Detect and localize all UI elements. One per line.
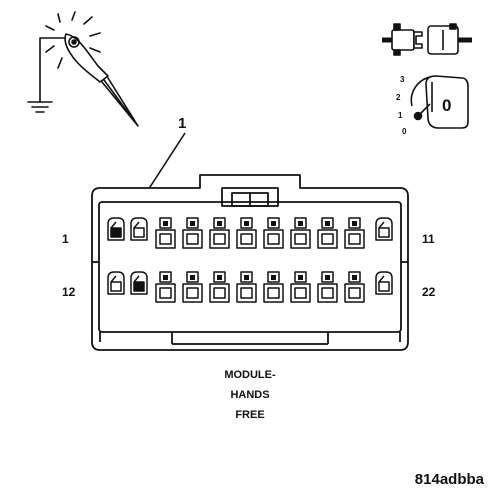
callout-number: 1	[178, 115, 186, 132]
terminal-cavity	[263, 217, 284, 249]
terminal-cavity	[375, 271, 393, 295]
pin-label-12: 12	[62, 285, 76, 299]
terminal-cavity	[344, 217, 365, 249]
terminal-cavity	[236, 217, 257, 249]
terminal-cavity	[209, 271, 230, 303]
terminal-cavity	[290, 217, 311, 249]
terminal-cavity	[182, 271, 203, 303]
ignition-position-0: 0	[402, 127, 407, 136]
connector-housing	[91, 174, 409, 351]
ignition-position-labels: 3 2 1 0 0	[396, 75, 451, 136]
ignition-position-1: 1	[398, 111, 403, 120]
pin-label-22: 22	[422, 285, 436, 299]
terminal-cavity	[107, 217, 125, 241]
terminal-cavity	[155, 271, 176, 303]
terminal-cavity	[317, 217, 338, 249]
pin-label-1: 1	[62, 232, 69, 246]
terminal-cavity	[155, 217, 176, 249]
document-id: 814adbba	[415, 471, 485, 488]
terminal-cavity	[263, 271, 284, 303]
ignition-position-3: 3	[400, 75, 405, 84]
terminal-cavity	[209, 217, 230, 249]
terminal-cavities	[107, 217, 393, 303]
terminal-cavity	[344, 271, 365, 303]
terminal-cavity	[290, 271, 311, 303]
terminal-cavity	[317, 271, 338, 303]
ignition-position-2: 2	[396, 93, 401, 102]
terminal-cavity	[182, 217, 203, 249]
terminal-cavity	[107, 271, 125, 295]
terminal-cavity	[130, 217, 148, 241]
terminal-cavity	[375, 217, 393, 241]
test-light-probe-icon	[27, 11, 139, 127]
ignition-key-number: 0	[442, 96, 451, 115]
caption-line-1: MODULE-	[224, 369, 276, 381]
terminal-cavity	[130, 271, 148, 295]
terminal-cavity	[236, 271, 257, 303]
pin-label-11: 11	[422, 232, 435, 246]
caption-line-3: FREE	[235, 409, 264, 421]
connector-unplugged-icon	[382, 23, 472, 56]
ignition-switch-icon	[410, 75, 469, 129]
caption-line-2: HANDS	[230, 389, 269, 401]
